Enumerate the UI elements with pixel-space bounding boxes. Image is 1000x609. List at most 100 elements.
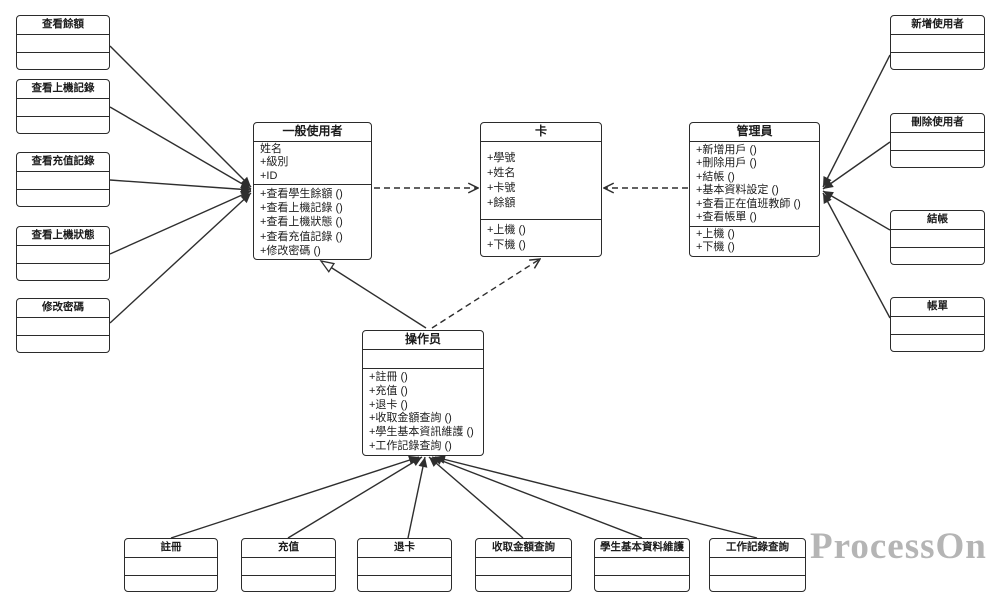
method: +查看學生餘額 () [260,188,343,200]
connector-recharge-to-operator [287,456,423,539]
empty-compartment [242,576,335,593]
use-case-title: 刪除使用者 [891,114,984,133]
connector-recharge-record-to-general-user [109,179,252,194]
class-card[interactable]: 卡 +學號 +姓名 +卡號 +餘額 +上機 () +下機 () [480,122,602,257]
method: +註冊 () [369,371,408,383]
attribute: +學號 [487,152,516,164]
method: +基本資料設定 () [696,184,779,197]
method: +工作記錄查詢 () [369,439,452,452]
method: +下機 () [696,241,735,254]
empty-compartment [125,576,217,593]
empty-compartment [17,264,109,281]
attributes-compartment [363,350,483,369]
use-case-title: 查看上機記錄 [17,80,109,99]
attributes-compartment: 姓名 +級別 +ID [254,142,371,185]
use-case-return-card[interactable]: 退卡 [357,538,452,592]
use-case-title: 工作記錄查詢 [710,539,805,558]
empty-compartment [891,151,984,168]
attributes-compartment: +學號 +姓名 +卡號 +餘額 [481,142,601,220]
use-case-recharge[interactable]: 充值 [241,538,336,592]
empty-compartment [17,53,109,70]
empty-compartment [595,576,689,593]
use-case-check-recharge-record[interactable]: 查看充值記錄 [16,152,110,207]
use-case-check-balance[interactable]: 查看餘額 [16,15,110,70]
class-title: 一般使用者 [254,123,371,142]
connector-work-record-to-operator [434,455,758,539]
method: +上機 () [696,228,735,240]
empty-compartment [891,248,984,265]
use-case-title: 收取金額查詢 [476,539,571,558]
attribute: +餘額 [487,197,516,209]
class-title: 管理員 [690,123,819,142]
method: +修改密碼 () [260,244,321,257]
connector-delete-user-to-admin [822,141,891,190]
use-case-check-online-record[interactable]: 查看上機記錄 [16,79,110,134]
empty-compartment [17,172,109,190]
use-case-title: 查看餘額 [17,16,109,35]
methods-compartment: +註冊 () +充值 () +退卡 () +收取金額查詢 () +學生基本資訊維… [363,369,483,453]
use-case-title: 帳單 [891,298,984,317]
use-case-bill[interactable]: 帳單 [890,297,985,352]
empty-compartment [710,576,805,593]
use-case-title: 結帳 [891,211,984,230]
attribute: +ID [260,169,278,182]
class-admin[interactable]: 管理員 +新增用戶 () +刪除用戶 () +結帳 () +基本資料設定 () … [689,122,820,257]
method: +退卡 () [369,398,408,411]
method: +結帳 () [696,170,735,183]
connector-add-user-to-admin [822,54,891,188]
use-case-title: 退卡 [358,539,451,558]
connector-balance-to-general-user [109,45,252,188]
empty-compartment [17,336,109,353]
empty-compartment [358,576,451,593]
methods-compartment: +查看學生餘額 () +查看上機記錄 () +查看上機狀態 () +查看充值記錄… [254,185,371,259]
method: +充值 () [369,384,408,397]
empty-compartment [17,318,109,336]
method: +查看正在值班教師 () [696,197,801,210]
use-case-checkout[interactable]: 結帳 [890,210,985,265]
method: +查看帳單 () [696,211,757,224]
use-case-title: 修改密碼 [17,299,109,318]
processon-watermark: ProcessOn [810,526,987,567]
empty-compartment [891,35,984,53]
method: +收取金額查詢 () [369,412,452,425]
use-case-delete-user[interactable]: 刪除使用者 [890,113,985,168]
use-case-student-info-maintain[interactable]: 學生基本資料維護 [594,538,690,592]
use-case-add-user[interactable]: 新增使用者 [890,15,985,70]
empty-compartment [891,133,984,151]
methods-compartment: +上機 () +下機 () [481,220,601,256]
method: +刪除用戶 () [696,157,757,170]
empty-compartment [891,317,984,335]
connector-change-password-to-general-user [109,192,252,324]
methods-compartment: +上機 () +下機 () [690,227,819,256]
class-operator[interactable]: 操作员 +註冊 () +充值 () +退卡 () +收取金額查詢 () +學生基… [362,330,484,456]
method: +查看上機狀態 () [260,216,343,229]
connector-amount-query-to-operator [428,456,524,539]
use-case-title: 新增使用者 [891,16,984,35]
use-case-amount-query[interactable]: 收取金額查詢 [475,538,572,592]
use-case-title: 註冊 [125,539,217,558]
empty-compartment [891,230,984,248]
use-case-check-online-status[interactable]: 查看上機狀態 [16,226,110,281]
connector-operator-to-card [431,259,540,329]
attribute: +級別 [260,156,289,169]
method: +上機 () [487,224,526,236]
use-case-register[interactable]: 註冊 [124,538,218,592]
empty-compartment [17,190,109,207]
connector-return-card-to-operator [407,456,428,539]
connector-online-record-to-general-user [109,106,252,190]
class-general-user[interactable]: 一般使用者 姓名 +級別 +ID +查看學生餘額 () +查看上機記錄 () +… [253,122,372,260]
empty-compartment [595,558,689,576]
use-case-change-password[interactable]: 修改密碼 [16,298,110,353]
empty-compartment [891,53,984,70]
use-case-work-record-query[interactable]: 工作記錄查詢 [709,538,806,592]
method: +學生基本資訊維護 () [369,426,474,439]
connector-operator-generalizes-general-user [321,261,427,329]
method: +新增用戶 () [696,144,757,156]
empty-compartment [17,117,109,134]
connector-register-to-operator [170,455,420,539]
attribute: 姓名 [260,143,282,155]
connector-checkout-to-admin [822,190,891,231]
connector-student-info-to-operator [431,456,643,539]
